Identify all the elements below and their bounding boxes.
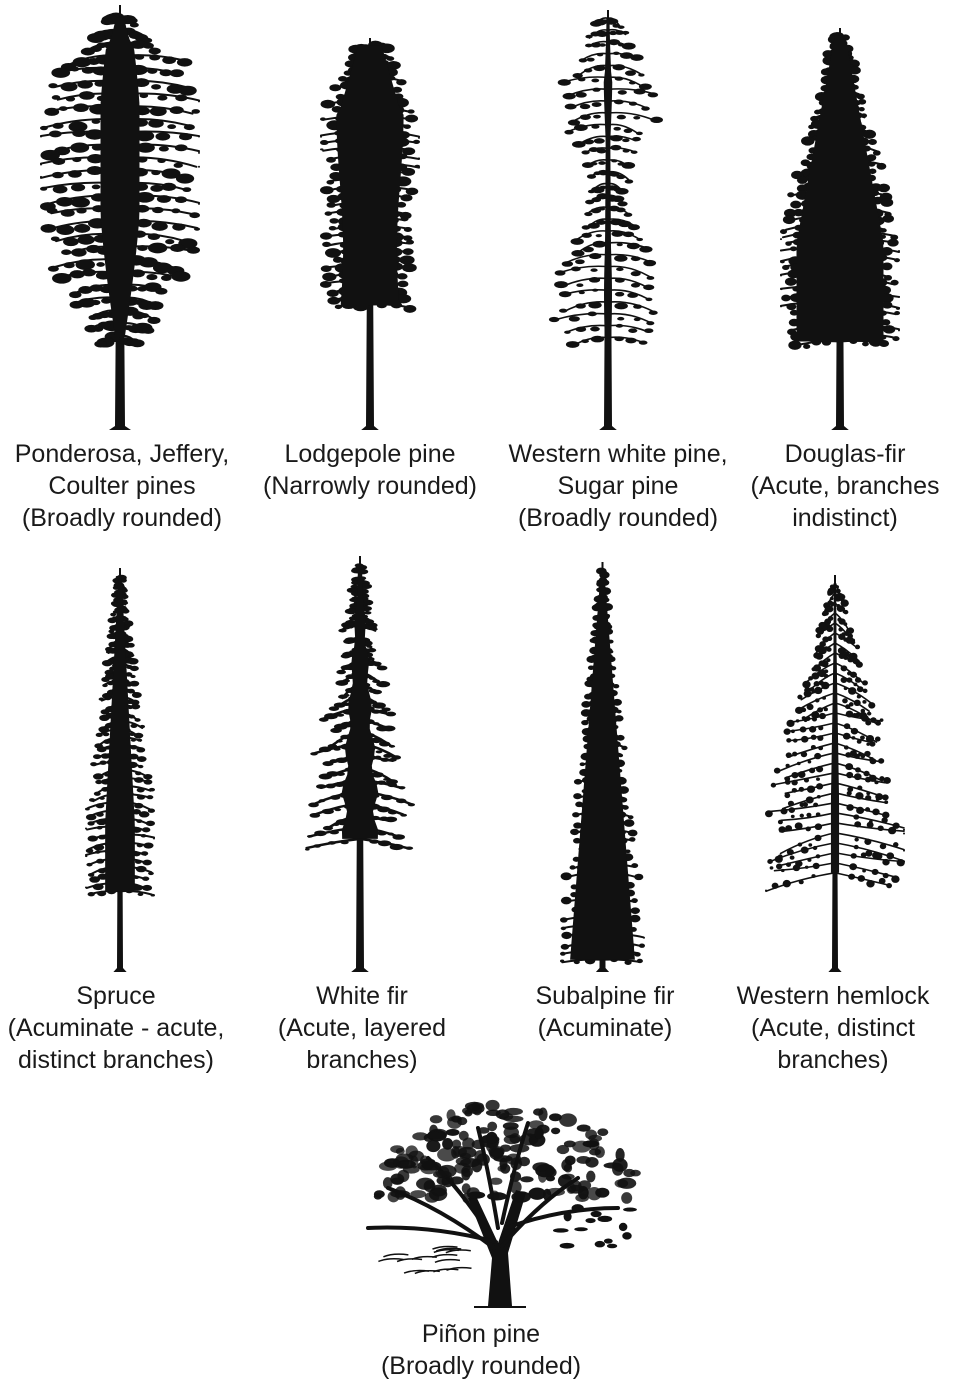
caption-line: (Broadly rounded) <box>508 502 727 534</box>
caption-line: (Narrowly rounded) <box>263 470 477 502</box>
caption-line: Spruce <box>8 980 225 1012</box>
caption-line: distinct branches) <box>8 1044 225 1076</box>
lodgepole-caption: Lodgepole pine (Narrowly rounded) <box>263 438 477 502</box>
caption-line: (Broadly rounded) <box>381 1350 581 1382</box>
douglas-fir-caption: Douglas-fir (Acute, branches indistinct) <box>751 438 940 534</box>
western-hemlock-caption: Western hemlock (Acute, distinct branche… <box>737 980 930 1076</box>
caption-line: Sugar pine <box>508 470 727 502</box>
caption-line: indistinct) <box>751 502 940 534</box>
caption-line: Western white pine, <box>508 438 727 470</box>
douglas-fir-tree-icon <box>780 28 900 430</box>
caption-line: Lodgepole pine <box>263 438 477 470</box>
caption-line: White fir <box>278 980 446 1012</box>
western-white-pine-caption: Western white pine, Sugar pine (Broadly … <box>508 438 727 534</box>
caption-line: (Acute, branches <box>751 470 940 502</box>
caption-line: Piñon pine <box>381 1318 581 1350</box>
western-hemlock-tree-icon <box>765 575 905 972</box>
pinon-pine-caption: Piñon pine (Broadly rounded) <box>381 1318 581 1382</box>
ponderosa-caption: Ponderosa, Jeffery, Coulter pines (Broad… <box>15 438 229 534</box>
caption-line: branches) <box>737 1044 930 1076</box>
ponderosa-tree-icon <box>40 5 200 430</box>
caption-line: (Broadly rounded) <box>15 502 229 534</box>
caption-line: Douglas-fir <box>751 438 940 470</box>
pinon-pine-tree-icon <box>358 1098 658 1308</box>
caption-line: (Acute, layered <box>278 1012 446 1044</box>
caption-line: (Acuminate - acute, <box>8 1012 225 1044</box>
lodgepole-tree-icon <box>320 38 420 430</box>
caption-line: Ponderosa, Jeffery, <box>15 438 229 470</box>
spruce-caption: Spruce (Acuminate - acute, distinct bran… <box>8 980 225 1076</box>
white-fir-caption: White fir (Acute, layered branches) <box>278 980 446 1076</box>
caption-line: (Acute, distinct <box>737 1012 930 1044</box>
spruce-tree-icon <box>85 568 155 972</box>
caption-line: Coulter pines <box>15 470 229 502</box>
caption-line: (Acuminate) <box>536 1012 675 1044</box>
caption-line: Western hemlock <box>737 980 930 1012</box>
caption-line: branches) <box>278 1044 446 1076</box>
caption-line: Subalpine fir <box>536 980 675 1012</box>
white-fir-tree-icon <box>305 556 415 972</box>
western-white-pine-tree-icon <box>548 10 668 430</box>
subalpine-fir-caption: Subalpine fir (Acuminate) <box>536 980 675 1044</box>
subalpine-fir-tree-icon <box>560 562 645 972</box>
